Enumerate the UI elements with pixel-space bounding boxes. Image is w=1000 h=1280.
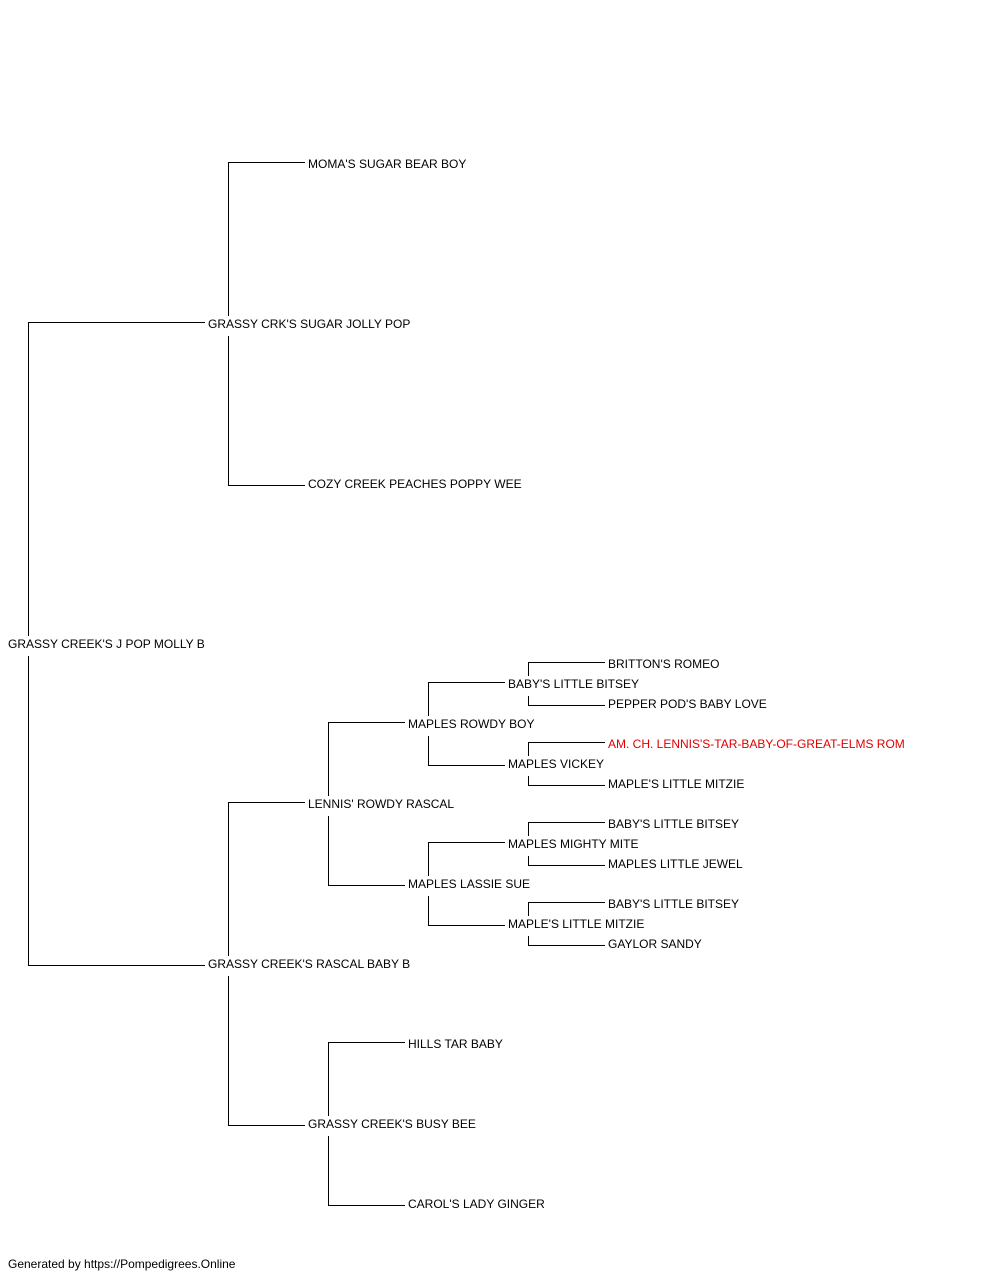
sire-dam: COZY CREEK PEACHES POPPY WEE [308,477,522,491]
dam-sire-sire-dam: MAPLES VICKEY [508,757,605,771]
dam-sire-dam-sire-dam: MAPLES LITTLE JEWEL [608,857,743,871]
dam-sire-dam: MAPLES LASSIE SUE [408,877,531,891]
dam-sire-dam-dam-sire: BABY'S LITTLE BITSEY [608,897,740,911]
dam-sire-sire-sire-dam: PEPPER POD'S BABY LOVE [608,697,767,711]
dam-sire-dam-sire-sire: BABY'S LITTLE BITSEY [608,817,740,831]
dam-dam: GRASSY CREEK'S BUSY BEE [308,1117,476,1131]
dam: GRASSY CREEK'S RASCAL BABY B [208,957,411,971]
dam-sire-dam-sire: MAPLES MIGHTY MITE [508,837,639,851]
dam-sire-dam-dam-dam: GAYLOR SANDY [608,937,702,951]
dam-sire-sire-sire-sire: BRITTON'S ROMEO [608,657,720,671]
dam-sire-sire-dam-dam: MAPLE'S LITTLE MITZIE [608,777,745,791]
dam-dam-sire: HILLS TAR BABY [408,1037,503,1051]
dam-sire-dam-dam: MAPLE'S LITTLE MITZIE [508,917,645,931]
sire: GRASSY CRK'S SUGAR JOLLY POP [208,317,411,331]
dam-sire-sire-sire: BABY'S LITTLE BITSEY [508,677,640,691]
subject-dog: GRASSY CREEK'S J POP MOLLY B [8,637,205,651]
dam-sire: LENNIS' ROWDY RASCAL [308,797,455,811]
dam-sire-sire-dam-sire-highlighted: AM. CH. LENNIS'S-TAR-BABY-OF-GREAT-ELMS … [608,737,905,751]
dam-dam-dam: CAROL'S LADY GINGER [408,1197,545,1211]
generated-by-footer: Generated by https://Pompedigrees.Online [8,1257,236,1271]
sire-sire: MOMA'S SUGAR BEAR BOY [308,157,467,171]
dam-sire-sire: MAPLES ROWDY BOY [408,717,535,731]
